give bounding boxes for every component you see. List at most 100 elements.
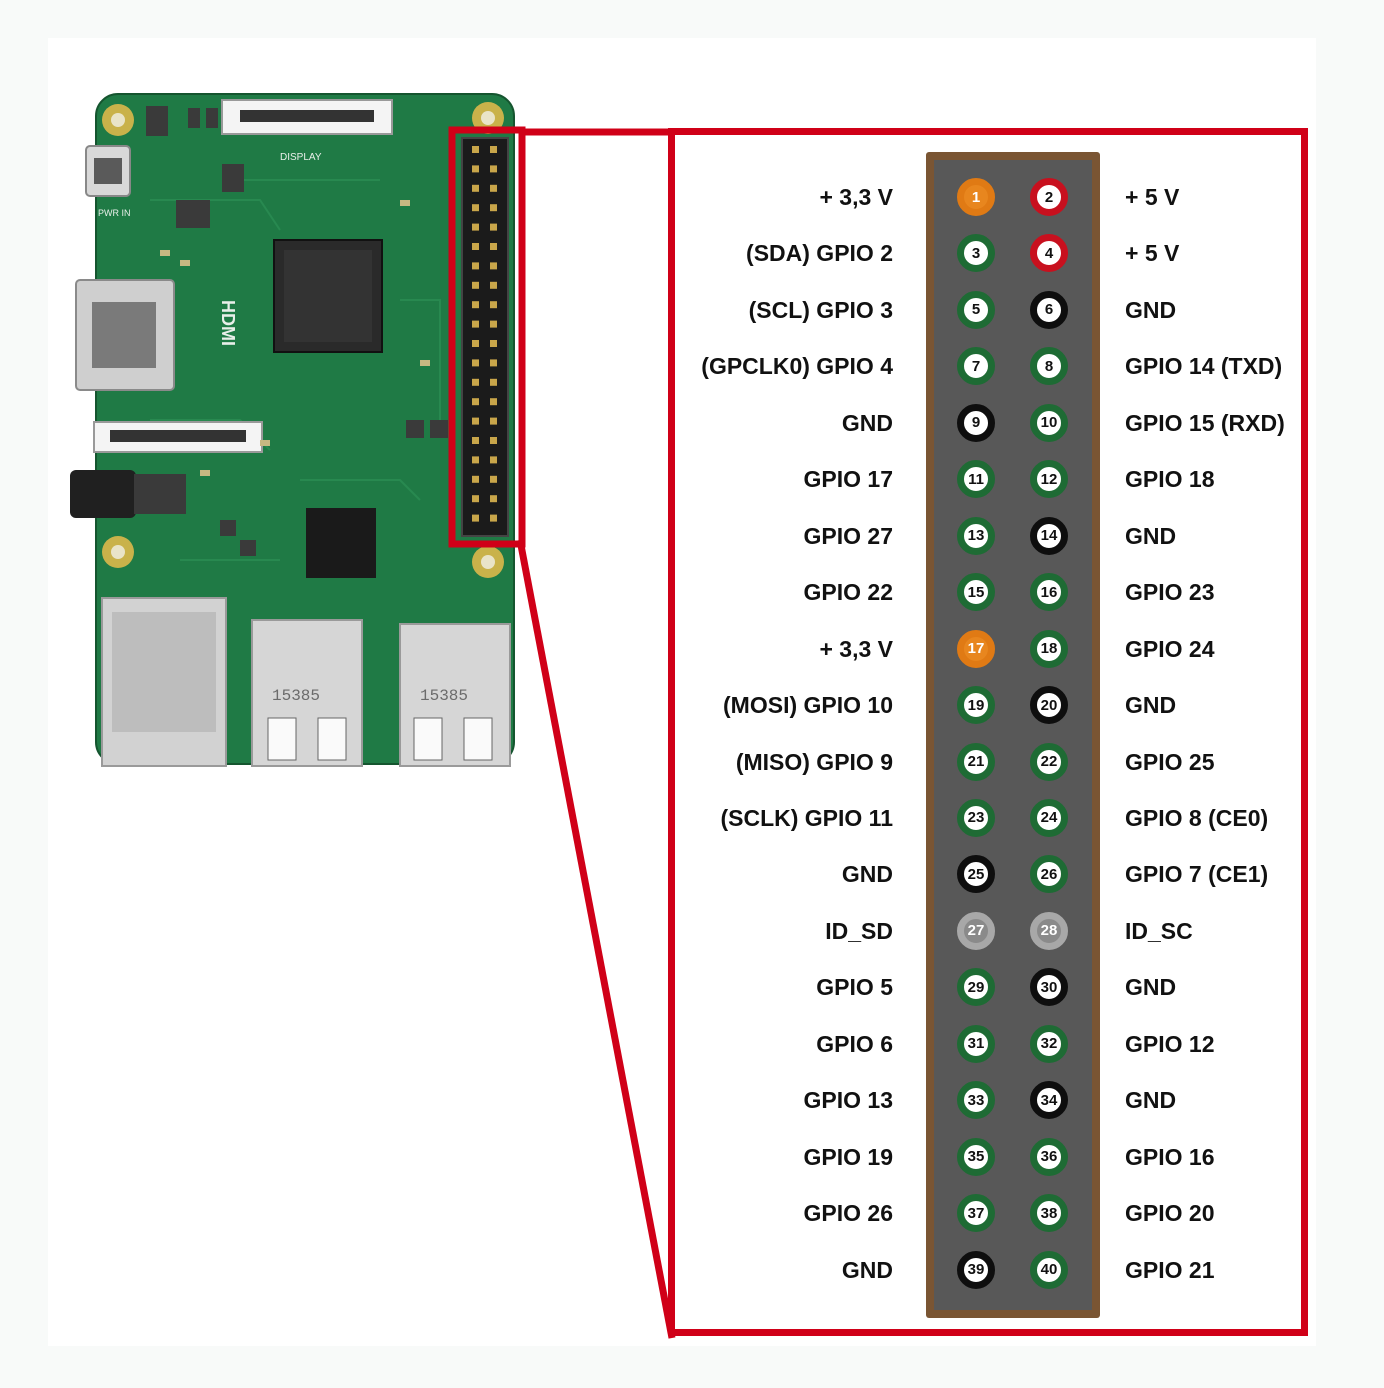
pin-30: 30 <box>1030 968 1068 1007</box>
pin-label-35: GPIO 19 <box>803 1143 893 1170</box>
pin-label-27: ID_SD <box>825 917 893 944</box>
pin-15: 15 <box>957 573 995 612</box>
board-header-pin <box>490 514 497 522</box>
pin-label-15: GPIO 22 <box>803 579 893 606</box>
board-header-pin <box>490 301 497 309</box>
pin-22: 22 <box>1030 742 1068 781</box>
pin-20: 20 <box>1030 686 1068 725</box>
pin-label-11: GPIO 17 <box>803 466 893 493</box>
pin-label-29: GPIO 5 <box>816 974 893 1001</box>
pin-32: 32 <box>1030 1024 1068 1063</box>
pin-label-7: (GPCLK0) GPIO 4 <box>701 353 893 380</box>
board-header-pin <box>490 146 497 153</box>
board-header-pin <box>472 223 479 231</box>
audio-jack <box>70 470 136 518</box>
pin-label-22: GPIO 25 <box>1125 748 1215 775</box>
board-header-pin <box>472 243 479 250</box>
pin-36: 36 <box>1030 1137 1068 1176</box>
pin-3: 3 <box>957 234 995 273</box>
pin-13: 13 <box>957 516 995 555</box>
board-header-pin <box>490 437 497 444</box>
pin-25: 25 <box>957 855 995 894</box>
pin-6: 6 <box>1030 290 1068 329</box>
board-header-pin <box>490 340 497 347</box>
pin-29: 29 <box>957 968 995 1007</box>
pin-label-28: ID_SC <box>1125 917 1193 944</box>
board-header-pin <box>472 456 479 464</box>
board-header-pin <box>472 359 479 367</box>
pin-37: 37 <box>957 1194 995 1233</box>
pin-7: 7 <box>957 347 995 386</box>
pin-18: 18 <box>1030 629 1068 668</box>
pin-label-6: GND <box>1125 296 1177 323</box>
silkscreen-hdmi: HDMI <box>218 300 238 346</box>
pin-16: 16 <box>1030 573 1068 612</box>
pin-label-33: GPIO 13 <box>803 1087 893 1114</box>
board-header-pin <box>490 495 497 503</box>
board-header-pin <box>472 301 479 309</box>
pin-label-32: GPIO 12 <box>1125 1030 1215 1057</box>
pin-38: 38 <box>1030 1194 1068 1233</box>
pin-12: 12 <box>1030 460 1068 499</box>
zoom-source-frame <box>448 126 526 548</box>
pin-label-19: (MOSI) GPIO 10 <box>723 692 893 719</box>
pin-label-39: GND <box>841 1256 893 1283</box>
pin-19: 19 <box>957 686 995 725</box>
pin-2: 2 <box>1030 178 1068 216</box>
silkscreen-pwr: PWR IN <box>98 208 131 218</box>
pin-17: 17 <box>957 629 995 668</box>
board-header-pin <box>490 204 497 212</box>
pin-5: 5 <box>957 290 995 329</box>
pin-label-10: GPIO 15 (RXD) <box>1125 409 1285 436</box>
pin-14: 14 <box>1030 516 1068 555</box>
pin-label-12: GPIO 18 <box>1125 466 1215 493</box>
board-header-pin <box>472 165 479 173</box>
pin-35: 35 <box>957 1137 995 1176</box>
board-header-pin <box>490 184 497 192</box>
usb-code-2: 15385 <box>420 687 468 705</box>
board-header-pin <box>472 184 479 192</box>
board-header-pin <box>472 262 479 270</box>
pin-21: 21 <box>957 742 995 781</box>
board-header-pin <box>490 320 497 328</box>
pin-label-25: GND <box>841 861 893 888</box>
pin-label-30: GND <box>1125 974 1177 1001</box>
gpio-header-on-board <box>461 137 509 537</box>
board-header-pin <box>490 262 497 270</box>
silkscreen-display: DISPLAY <box>280 152 322 163</box>
pin-label-34: GND <box>1125 1087 1177 1114</box>
board-header-pin <box>490 281 497 289</box>
board-header-pin <box>472 514 479 522</box>
board-header-pin <box>490 378 497 386</box>
pin-40: 40 <box>1030 1250 1068 1289</box>
pin-9: 9 <box>957 403 995 442</box>
pin-11: 11 <box>957 460 995 499</box>
pin-24: 24 <box>1030 798 1068 837</box>
pin-label-38: GPIO 20 <box>1125 1200 1215 1227</box>
pin-label-24: GPIO 8 (CE0) <box>1125 804 1269 831</box>
gpio-header-inner <box>934 160 1092 1310</box>
pin-label-40: GPIO 21 <box>1125 1256 1215 1283</box>
board-header-pin <box>472 417 479 425</box>
pin-label-8: GPIO 14 (TXD) <box>1125 353 1283 380</box>
pin-34: 34 <box>1030 1081 1068 1120</box>
pin-label-21: (MISO) GPIO 9 <box>735 748 893 775</box>
pin-label-26: GPIO 7 (CE1) <box>1125 861 1269 888</box>
pin-label-18: GPIO 24 <box>1125 635 1215 662</box>
pin-label-3: (SDA) GPIO 2 <box>746 240 893 267</box>
usb-code-1: 15385 <box>272 687 320 705</box>
pin-1: 1 <box>957 178 995 216</box>
pin-33: 33 <box>957 1081 995 1120</box>
board-header-pin <box>490 417 497 425</box>
board-header-pin <box>472 378 479 386</box>
pcb <box>96 94 514 764</box>
board-header-pin <box>472 146 479 153</box>
pin-31: 31 <box>957 1024 995 1063</box>
board-header-pin <box>490 223 497 231</box>
pin-8: 8 <box>1030 347 1068 386</box>
board-header-pin <box>472 437 479 444</box>
pin-label-20: GND <box>1125 692 1177 719</box>
pin-label-36: GPIO 16 <box>1125 1143 1215 1170</box>
board-header-pin <box>490 456 497 464</box>
pin-27: 27 <box>957 911 995 950</box>
